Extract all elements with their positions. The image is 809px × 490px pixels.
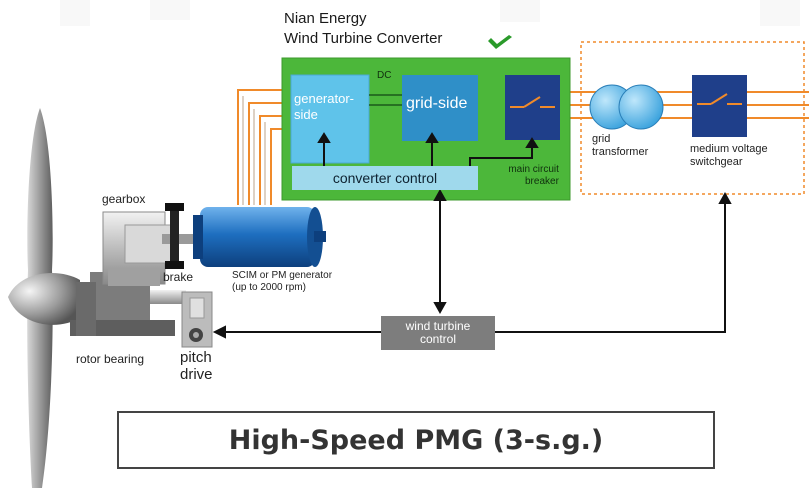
grid-side-label: grid-side — [406, 95, 468, 112]
breaker-switch-icon — [510, 96, 555, 108]
caption-text: High-Speed PMG (3-s.g.) — [228, 424, 604, 456]
converter-title: Wind Turbine Converter — [284, 30, 443, 47]
generator-cables-dark — [242, 96, 266, 205]
control-signal-lines — [212, 188, 732, 339]
grid-transformer-coil-2[interactable] — [618, 84, 664, 130]
pitch-drive[interactable] — [181, 291, 213, 348]
generator-side-label: generator- side — [294, 91, 354, 122]
main-circuit-breaker-label: main circuit breaker — [508, 164, 559, 187]
converter-control-box[interactable]: converter control — [292, 166, 478, 190]
caption-box: High-Speed PMG (3-s.g.) — [117, 411, 715, 469]
grid-side-module[interactable] — [402, 75, 478, 141]
switchgear-switch-icon — [697, 93, 742, 105]
logo-icon — [488, 35, 512, 49]
brake-label: brake — [163, 270, 194, 284]
brake[interactable] — [165, 203, 184, 269]
generator-side-module[interactable] — [291, 75, 369, 163]
rotor-bearing-label: rotor bearing — [76, 352, 145, 366]
company-name: Nian Energy — [284, 10, 367, 27]
background-watermark — [60, 0, 800, 26]
wind-turbine-control-box[interactable]: wind turbine control — [381, 316, 495, 350]
gearbox-label: gearbox — [102, 192, 146, 206]
rotor-hub — [8, 272, 80, 325]
medium-voltage-switchgear[interactable] — [692, 75, 747, 137]
dc-label: DC — [377, 70, 392, 81]
grid-connection-enclosure — [580, 41, 805, 195]
pitch-drive-label: pitch drive — [180, 349, 213, 383]
generator-label: SCIM or PM generator (up to 2000 rpm) — [232, 270, 333, 293]
switchgear-label: medium voltage switchgear — [690, 143, 768, 168]
grid-transformer-label: grid transformer — [592, 133, 649, 158]
generator[interactable] — [193, 207, 326, 267]
gearbox[interactable] — [102, 211, 176, 286]
dc-link — [369, 94, 402, 106]
